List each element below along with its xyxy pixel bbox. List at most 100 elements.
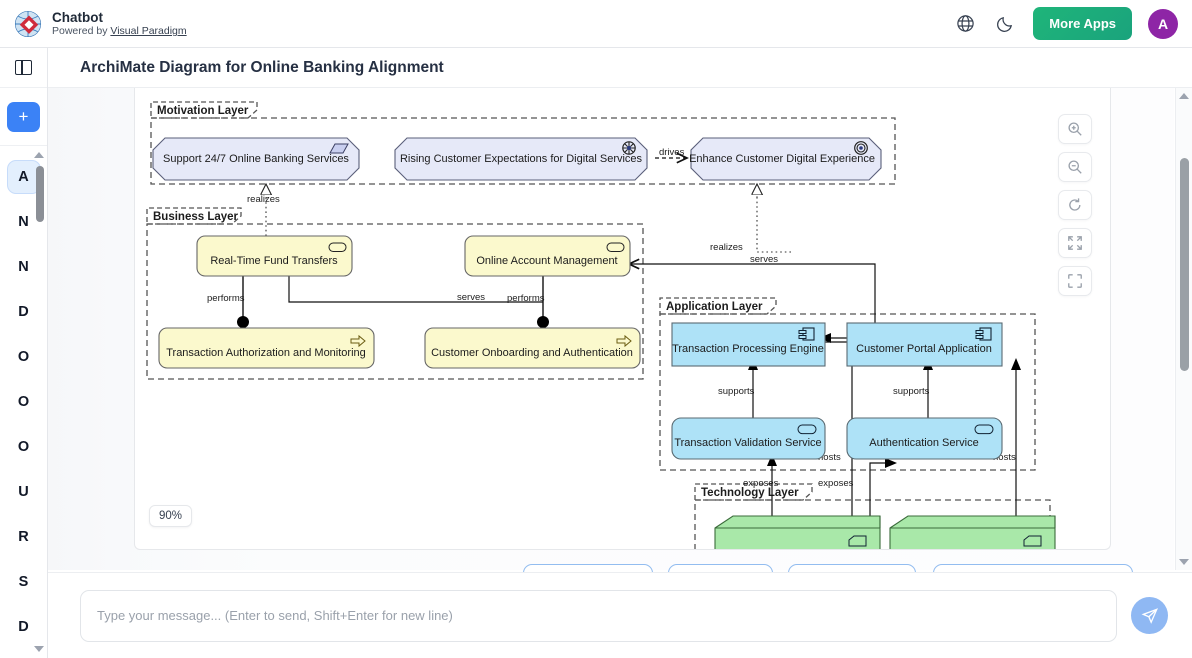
- element-label: Support 24/7 Online Banking Services: [163, 153, 349, 165]
- rail-item-label: O: [17, 348, 30, 365]
- rail-item-7[interactable]: U: [0, 469, 47, 514]
- rail-item-label: D: [18, 618, 29, 635]
- archimate-diagram[interactable]: Motivation Layer Business Layer Applicat…: [135, 88, 1110, 550]
- element-support-247-online-banking-services[interactable]: Support 24/7 Online Banking Services: [152, 137, 360, 181]
- scroll-up-arrow-icon[interactable]: [1179, 93, 1189, 99]
- element-rising-customer-expectations[interactable]: Rising Customer Expectations for Digital…: [394, 137, 648, 181]
- message-input[interactable]: Type your message... (Enter to send, Shi…: [80, 589, 1117, 642]
- driver-wheel-icon: [622, 141, 636, 155]
- requirement-parallelogram-icon: [329, 143, 349, 154]
- suggestion-chip-0[interactable]: [523, 564, 653, 572]
- rel-label-exposes-2: exposes: [818, 478, 854, 489]
- rail-item-2[interactable]: N: [0, 244, 47, 289]
- rail-item-6[interactable]: O: [0, 424, 47, 469]
- visual-paradigm-link[interactable]: Visual Paradigm: [110, 25, 187, 38]
- element-customer-portal-application[interactable]: Customer Portal Application: [846, 322, 1003, 367]
- rail-item-3[interactable]: D: [0, 289, 47, 334]
- element-label: Customer Portal Application: [856, 343, 992, 355]
- node-icon: [848, 535, 867, 547]
- page-scrollbar-thumb[interactable]: [1179, 158, 1189, 371]
- element-label: Transaction Processing Engine: [672, 343, 824, 355]
- suggestion-chip-1[interactable]: [668, 564, 773, 572]
- process-arrow-icon: [350, 334, 366, 348]
- send-button[interactable]: [1131, 597, 1168, 634]
- rail-item-10[interactable]: D: [0, 604, 47, 649]
- brand: Chatbot Powered by Visual Paradigm: [14, 10, 187, 38]
- rel-label-drives: drives: [659, 147, 685, 158]
- rail-item-label: O: [17, 438, 30, 455]
- send-paper-plane-icon: [1141, 607, 1158, 624]
- element-authentication-service[interactable]: Authentication Service: [846, 417, 1003, 460]
- canvas-zoom-toolbar: [1058, 114, 1092, 296]
- powered-by-prefix: Powered by: [52, 25, 108, 38]
- suggestion-chips: [48, 558, 1174, 572]
- layer-label-business: Business Layer: [153, 211, 239, 223]
- scroll-up-arrow-icon[interactable]: [34, 152, 44, 158]
- rel-label-supports-2: supports: [893, 386, 930, 397]
- fullscreen-icon[interactable]: [1058, 266, 1092, 296]
- scroll-down-arrow-icon[interactable]: [34, 646, 44, 652]
- fit-screen-icon[interactable]: [1058, 228, 1092, 258]
- scrollbar-thumb[interactable]: [35, 166, 44, 222]
- reset-rotate-icon[interactable]: [1058, 190, 1092, 220]
- rail-item-label: O: [17, 393, 30, 410]
- goal-target-icon: [854, 141, 868, 155]
- element-transaction-authorization-and-monitoring[interactable]: Transaction Authorization and Monitoring: [158, 327, 375, 369]
- layer-group-business: Business Layer: [146, 207, 644, 380]
- new-chat-button[interactable]: +: [7, 101, 40, 132]
- message-composer: Type your message... (Enter to send, Shi…: [48, 572, 1192, 658]
- suggestion-chip-3[interactable]: [933, 564, 1133, 572]
- zoom-level-badge: 90%: [149, 505, 193, 527]
- element-online-account-management[interactable]: Online Account Management: [464, 235, 631, 277]
- scroll-down-arrow-icon[interactable]: [1179, 559, 1189, 565]
- rail-item-list: A N N D O O O U R S D: [0, 146, 47, 658]
- rel-label-serves-1: serves: [750, 254, 778, 265]
- service-rounded-icon: [328, 242, 347, 252]
- globe-icon[interactable]: [953, 12, 977, 36]
- top-bar: Chatbot Powered by Visual Paradigm More …: [0, 0, 1192, 48]
- service-rounded-icon: [606, 242, 625, 252]
- rail-scrollbar[interactable]: [34, 152, 45, 652]
- rel-label-serves-2: serves: [457, 292, 485, 303]
- avatar[interactable]: A: [1148, 8, 1178, 39]
- rail-item-label: R: [18, 528, 29, 545]
- element-label: Authentication Service: [869, 437, 978, 449]
- rail-item-label: N: [18, 258, 29, 275]
- panel-toggle-button[interactable]: [0, 48, 47, 88]
- rail-item-4[interactable]: O: [0, 334, 47, 379]
- layer-group-motivation: Motivation Layer: [150, 101, 896, 185]
- element-label: Online Account Management: [476, 255, 617, 267]
- component-icon: [798, 327, 815, 341]
- rail-item-label: U: [18, 483, 29, 500]
- element-label: Customer Onboarding and Authentication: [431, 347, 633, 359]
- element-label: Real-Time Fund Transfers: [210, 255, 338, 267]
- element-label: Rising Customer Expectations for Digital…: [400, 153, 643, 165]
- service-rounded-icon: [797, 424, 817, 435]
- rel-label-performs-1: performs: [207, 293, 245, 304]
- app-title: Chatbot: [52, 9, 103, 25]
- rail-item-9[interactable]: S: [0, 559, 47, 604]
- panel-toggle-icon: [15, 60, 32, 75]
- more-apps-button[interactable]: More Apps: [1033, 7, 1132, 40]
- rail-item-label: A: [6, 159, 41, 194]
- zoom-in-icon[interactable]: [1058, 114, 1092, 144]
- element-transaction-processing-engine[interactable]: Transaction Processing Engine: [671, 322, 826, 367]
- element-real-time-fund-transfers[interactable]: Real-Time Fund Transfers: [196, 235, 353, 277]
- element-enhance-customer-digital-experience[interactable]: Enhance Customer Digital Experience: [689, 137, 882, 181]
- element-customer-onboarding-and-authentication[interactable]: Customer Onboarding and Authentication: [424, 327, 641, 369]
- moon-icon[interactable]: [993, 12, 1017, 36]
- element-technology-node-right[interactable]: [889, 515, 1056, 550]
- element-technology-node-left[interactable]: [714, 515, 881, 550]
- element-transaction-validation-service[interactable]: Transaction Validation Service: [671, 417, 826, 460]
- layer-label-motivation: Motivation Layer: [157, 105, 249, 117]
- page-scrollbar[interactable]: [1175, 88, 1192, 570]
- left-rail: + A N N D O O O U R S D: [0, 48, 48, 658]
- element-label: Enhance Customer Digital Experience: [689, 153, 875, 165]
- suggestion-chip-2[interactable]: [788, 564, 916, 572]
- rail-item-5[interactable]: O: [0, 379, 47, 424]
- zoom-out-icon[interactable]: [1058, 152, 1092, 182]
- rail-item-8[interactable]: R: [0, 514, 47, 559]
- rail-item-0[interactable]: A: [0, 154, 47, 199]
- rail-item-1[interactable]: N: [0, 199, 47, 244]
- diagram-canvas-card[interactable]: Motivation Layer Business Layer Applicat…: [134, 88, 1111, 550]
